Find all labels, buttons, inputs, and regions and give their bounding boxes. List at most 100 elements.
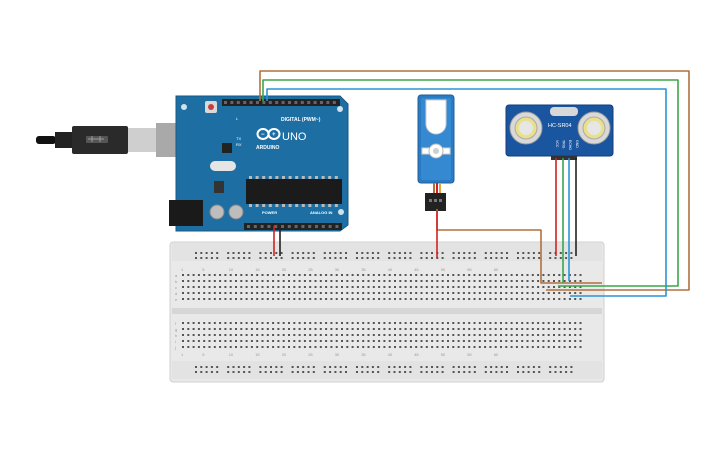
breadboard-rail-hole[interactable] [270,252,272,254]
breadboard-hole[interactable] [245,274,248,276]
power-pin[interactable] [253,225,257,228]
breadboard-rail-hole[interactable] [468,257,471,259]
breadboard-hole[interactable] [531,334,534,336]
breadboard-hole[interactable] [372,298,375,300]
breadboard-hole[interactable] [462,286,465,288]
breadboard-hole[interactable] [568,286,571,288]
breadboard-rail-hole[interactable] [441,366,444,368]
breadboard-hole[interactable] [335,328,338,330]
breadboard-hole[interactable] [203,334,206,336]
breadboard-rail-hole[interactable] [232,366,235,368]
breadboard-hole[interactable] [579,274,582,276]
breadboard-hole[interactable] [314,286,317,288]
servo-motor[interactable] [417,94,455,211]
breadboard-hole[interactable] [510,286,513,288]
breadboard-hole[interactable] [441,334,444,336]
breadboard-hole[interactable] [478,286,481,288]
breadboard-hole[interactable] [452,292,455,294]
breadboard-rail-hole[interactable] [227,252,230,254]
breadboard-hole[interactable] [256,292,259,294]
breadboard-hole[interactable] [235,322,237,324]
breadboard-hole[interactable] [288,328,290,330]
breadboard-hole[interactable] [452,298,455,300]
breadboard-hole[interactable] [319,340,322,342]
breadboard-rail-hole[interactable] [264,366,267,368]
breadboard-hole[interactable] [404,322,407,324]
breadboard-rail-hole[interactable] [323,252,326,254]
breadboard-hole[interactable] [330,280,333,282]
breadboard-hole[interactable] [547,334,550,336]
breadboard-hole[interactable] [330,322,333,324]
breadboard-hole[interactable] [579,328,582,330]
breadboard-hole[interactable] [383,274,386,276]
breadboard-hole[interactable] [197,346,200,348]
breadboard-rail-hole[interactable] [538,371,541,373]
breadboard-hole[interactable] [351,322,354,324]
breadboard-hole[interactable] [362,286,365,288]
breadboard-hole[interactable] [213,322,216,324]
servo-horn[interactable] [425,99,447,135]
breadboard-hole[interactable] [452,346,455,348]
breadboard-hole[interactable] [425,286,428,288]
breadboard-hole[interactable] [563,274,566,276]
breadboard-hole[interactable] [441,328,444,330]
breadboard-hole[interactable] [330,346,333,348]
breadboard-hole[interactable] [510,328,513,330]
breadboard-hole[interactable] [558,280,561,282]
breadboard-rail-hole[interactable] [565,257,568,259]
breadboard-hole[interactable] [356,286,359,288]
breadboard-hole[interactable] [521,328,524,330]
breadboard-rail-hole[interactable] [366,366,369,368]
breadboard-hole[interactable] [303,280,306,282]
breadboard-hole[interactable] [261,292,264,294]
breadboard-rail-hole[interactable] [227,257,230,259]
breadboard-rail-hole[interactable] [339,257,342,259]
breadboard-hole[interactable] [197,292,200,294]
breadboard-hole[interactable] [266,286,269,288]
breadboard-hole[interactable] [298,340,301,342]
breadboard-hole[interactable] [489,298,492,300]
breadboard-hole[interactable] [537,322,540,324]
breadboard-hole[interactable] [293,340,296,342]
breadboard-hole[interactable] [335,346,338,348]
breadboard-hole[interactable] [356,346,359,348]
breadboard-hole[interactable] [409,334,412,336]
breadboard-hole[interactable] [515,334,518,336]
breadboard-rail-hole[interactable] [356,252,358,254]
breadboard-hole[interactable] [219,298,222,300]
breadboard-hole[interactable] [346,328,349,330]
breadboard-rail-hole[interactable] [227,366,230,368]
breadboard-hole[interactable] [367,274,370,276]
breadboard-rail-hole[interactable] [527,366,530,368]
breadboard-hole[interactable] [537,280,540,282]
breadboard-hole[interactable] [484,286,487,288]
breadboard-rail-hole[interactable] [549,252,552,254]
breadboard-hole[interactable] [224,286,227,288]
breadboard-hole[interactable] [415,346,418,348]
breadboard-hole[interactable] [309,346,312,348]
breadboard-hole[interactable] [394,292,396,294]
breadboard-rail-hole[interactable] [522,252,525,254]
breadboard-hole[interactable] [298,292,301,294]
breadboard-hole[interactable] [558,274,561,276]
breadboard-rail-hole[interactable] [312,366,315,368]
breadboard-rail-hole[interactable] [468,371,471,373]
breadboard-rail-hole[interactable] [388,252,391,254]
breadboard-rail-hole[interactable] [490,366,493,368]
breadboard-rail-hole[interactable] [436,366,439,368]
breadboard-hole[interactable] [558,286,561,288]
breadboard-hole[interactable] [256,346,259,348]
breadboard-hole[interactable] [378,286,381,288]
breadboard-hole[interactable] [335,322,338,324]
breadboard-hole[interactable] [505,340,508,342]
breadboard-hole[interactable] [515,292,518,294]
breadboard-hole[interactable] [531,328,534,330]
breadboard-hole[interactable] [378,292,381,294]
breadboard-hole[interactable] [409,340,412,342]
breadboard-hole[interactable] [563,346,566,348]
breadboard-rail-hole[interactable] [388,366,391,368]
breadboard-rail-hole[interactable] [312,371,315,373]
breadboard-rail-hole[interactable] [195,252,197,254]
breadboard-hole[interactable] [425,346,428,348]
breadboard-hole[interactable] [335,280,338,282]
